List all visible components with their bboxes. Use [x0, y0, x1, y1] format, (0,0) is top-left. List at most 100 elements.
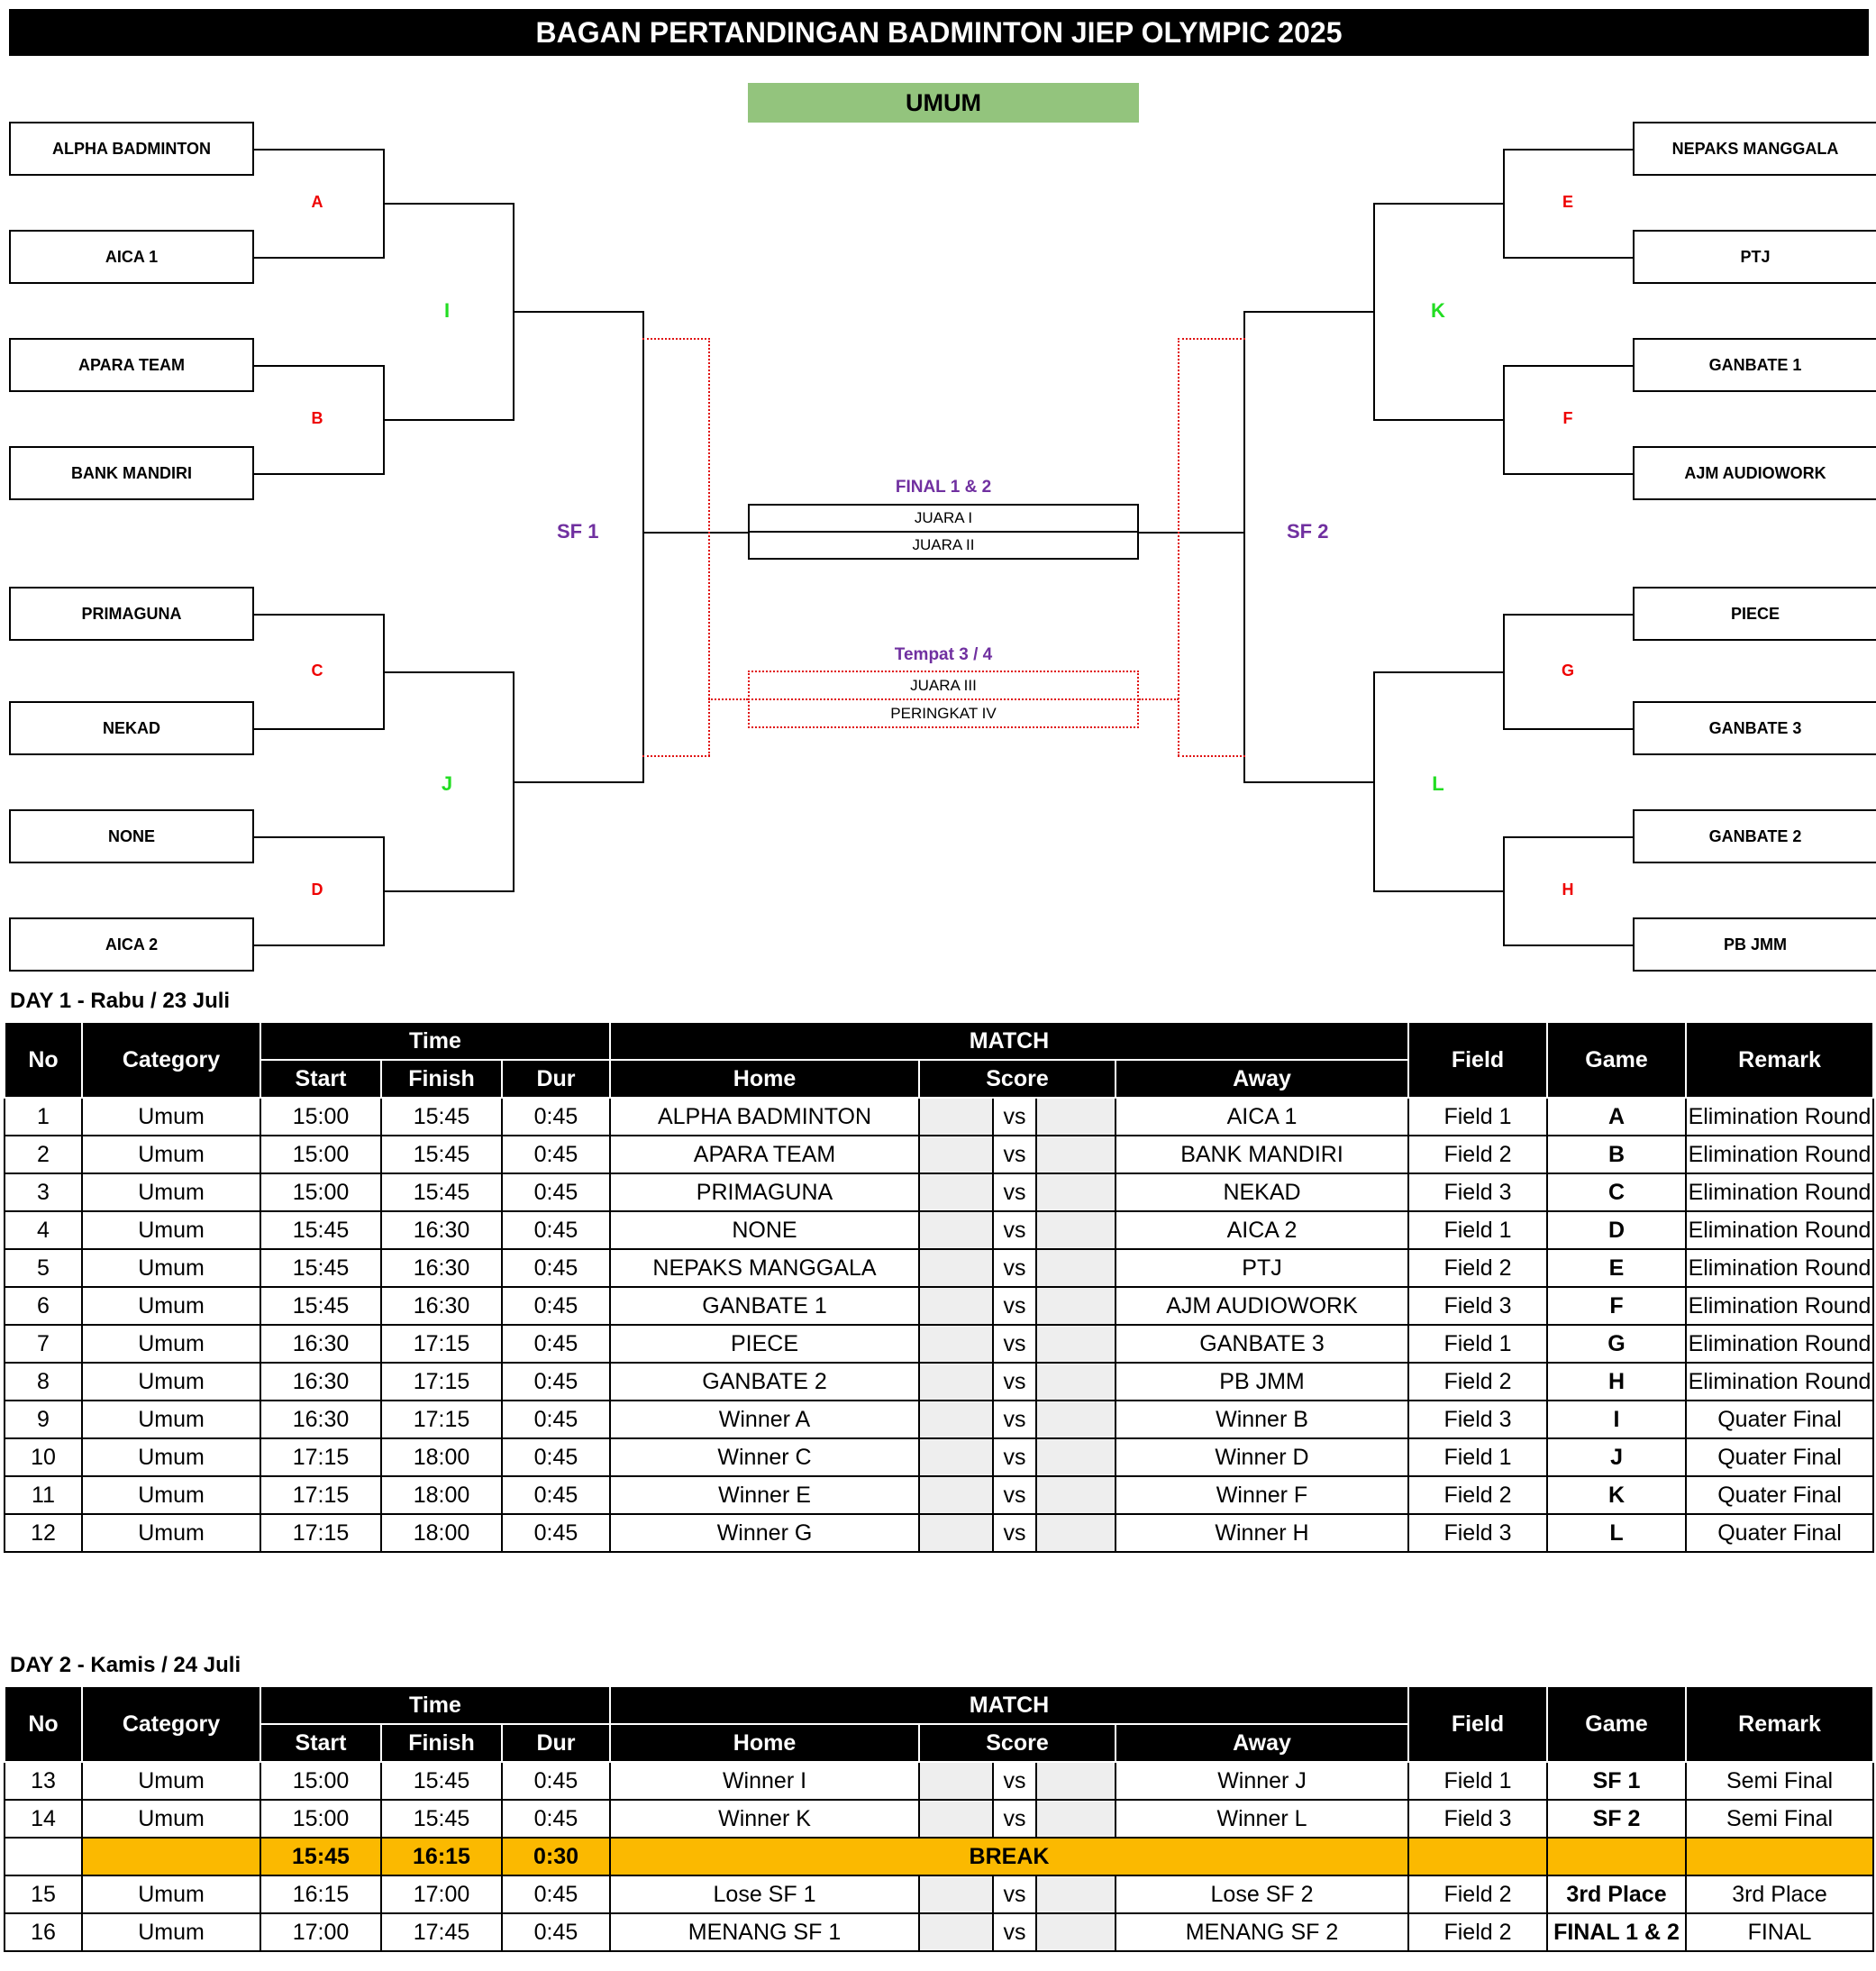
score-home-cell[interactable]	[918, 1286, 994, 1326]
cell-remark: Elimination Round	[1685, 1248, 1875, 1288]
bracket-line	[1243, 781, 1375, 783]
score-home-cell[interactable]	[918, 1362, 994, 1401]
score-away-cell[interactable]	[1035, 1362, 1116, 1401]
dotted-line	[1139, 698, 1179, 700]
bracket-line	[254, 944, 385, 946]
cell-finish: 17:15	[380, 1362, 503, 1401]
score-home-cell[interactable]	[918, 1513, 994, 1553]
cell-dur: 0:45	[501, 1324, 611, 1364]
cell-remark: Quater Final	[1685, 1513, 1875, 1553]
score-home-cell[interactable]	[918, 1248, 994, 1288]
bracket-line	[642, 311, 644, 783]
bracket-line	[254, 149, 385, 151]
score-away-cell[interactable]	[1035, 1912, 1116, 1952]
cell-category: Umum	[81, 1475, 261, 1515]
score-away-cell[interactable]	[1035, 1248, 1116, 1288]
score-away-cell[interactable]	[1035, 1210, 1116, 1250]
cell-finish: 17:00	[380, 1875, 503, 1914]
bracket-line	[1503, 365, 1634, 367]
header-dur: Dur	[501, 1059, 611, 1099]
score-away-cell[interactable]	[1035, 1324, 1116, 1364]
cell-finish: 17:45	[380, 1912, 503, 1952]
score-away-cell[interactable]	[1035, 1173, 1116, 1212]
score-home-cell[interactable]	[918, 1761, 994, 1801]
score-away-cell[interactable]	[1035, 1135, 1116, 1174]
score-away-cell[interactable]	[1035, 1286, 1116, 1326]
cell-field: Field 1	[1407, 1097, 1549, 1136]
cell-away: Winner J	[1114, 1761, 1410, 1801]
header-home: Home	[609, 1059, 920, 1099]
score-home-cell[interactable]	[918, 1912, 994, 1952]
header-score: Score	[918, 1723, 1116, 1763]
team-left-7: NONE	[9, 809, 254, 863]
score-home-cell[interactable]	[918, 1475, 994, 1515]
score-home-cell[interactable]	[918, 1173, 994, 1212]
cell-start: 15:45	[260, 1286, 382, 1326]
header-away: Away	[1114, 1723, 1410, 1763]
cell-remark: Semi Final	[1685, 1799, 1875, 1839]
cell-no: 5	[4, 1248, 83, 1288]
third-place-box-1: JUARA III	[748, 671, 1139, 700]
cell-dur: 0:45	[501, 1437, 611, 1477]
bracket-line	[1373, 203, 1505, 205]
cell-field: Field 2	[1407, 1875, 1549, 1914]
cell-dur: 0:45	[501, 1513, 611, 1553]
team-right-6: GANBATE 3	[1633, 701, 1876, 755]
quarter-label-i: I	[443, 299, 451, 322]
cell-no: 16	[4, 1912, 83, 1952]
cell-vs: vs	[992, 1135, 1037, 1174]
cell-remark: Quater Final	[1685, 1400, 1875, 1439]
cell-no: 3	[4, 1173, 83, 1212]
score-home-cell[interactable]	[918, 1437, 994, 1477]
team-right-4: AJM AUDIOWORK	[1633, 446, 1876, 500]
cell-away: Winner L	[1114, 1799, 1410, 1839]
bracket-line	[1373, 419, 1505, 421]
score-away-cell[interactable]	[1035, 1475, 1116, 1515]
score-home-cell[interactable]	[918, 1324, 994, 1364]
cell-field: Field 3	[1407, 1286, 1549, 1326]
cell-category: Umum	[81, 1799, 261, 1839]
bracket-line	[513, 311, 644, 313]
dotted-line	[1178, 338, 1179, 756]
cell-vs: vs	[992, 1761, 1037, 1801]
team-right-5: PIECE	[1633, 587, 1876, 641]
score-home-cell[interactable]	[918, 1400, 994, 1439]
cell-category: Umum	[81, 1513, 261, 1553]
match-label-h: H	[1562, 881, 1574, 899]
team-right-7: GANBATE 2	[1633, 809, 1876, 863]
bracket-line	[513, 781, 644, 783]
team-left-8: AICA 2	[9, 917, 254, 972]
cell-no: 13	[4, 1761, 83, 1801]
cell-dur: 0:45	[501, 1912, 611, 1952]
header-field: Field	[1407, 1021, 1549, 1099]
score-home-cell[interactable]	[918, 1210, 994, 1250]
score-home-cell[interactable]	[918, 1875, 994, 1914]
cell-home: Lose SF 1	[609, 1875, 920, 1914]
score-away-cell[interactable]	[1035, 1875, 1116, 1914]
score-home-cell[interactable]	[918, 1097, 994, 1136]
score-away-cell[interactable]	[1035, 1513, 1116, 1553]
header-dur: Dur	[501, 1723, 611, 1763]
score-away-cell[interactable]	[1035, 1799, 1116, 1839]
score-away-cell[interactable]	[1035, 1400, 1116, 1439]
cell-game: I	[1546, 1400, 1688, 1439]
cell-game: J	[1546, 1437, 1688, 1477]
score-away-cell[interactable]	[1035, 1437, 1116, 1477]
dotted-line	[708, 338, 710, 756]
cell-field: Field 3	[1407, 1799, 1549, 1839]
score-home-cell[interactable]	[918, 1135, 994, 1174]
break-empty-cell	[1407, 1837, 1549, 1876]
score-home-cell[interactable]	[918, 1799, 994, 1839]
cell-vs: vs	[992, 1248, 1037, 1288]
header-no: No	[4, 1685, 83, 1763]
score-away-cell[interactable]	[1035, 1761, 1116, 1801]
header-field: Field	[1407, 1685, 1549, 1763]
cell-home: GANBATE 2	[609, 1362, 920, 1401]
header-match: MATCH	[608, 1021, 1410, 1061]
bracket-line	[1503, 944, 1634, 946]
score-away-cell[interactable]	[1035, 1097, 1116, 1136]
cell-field: Field 2	[1407, 1475, 1549, 1515]
cell-start: 15:00	[260, 1761, 382, 1801]
